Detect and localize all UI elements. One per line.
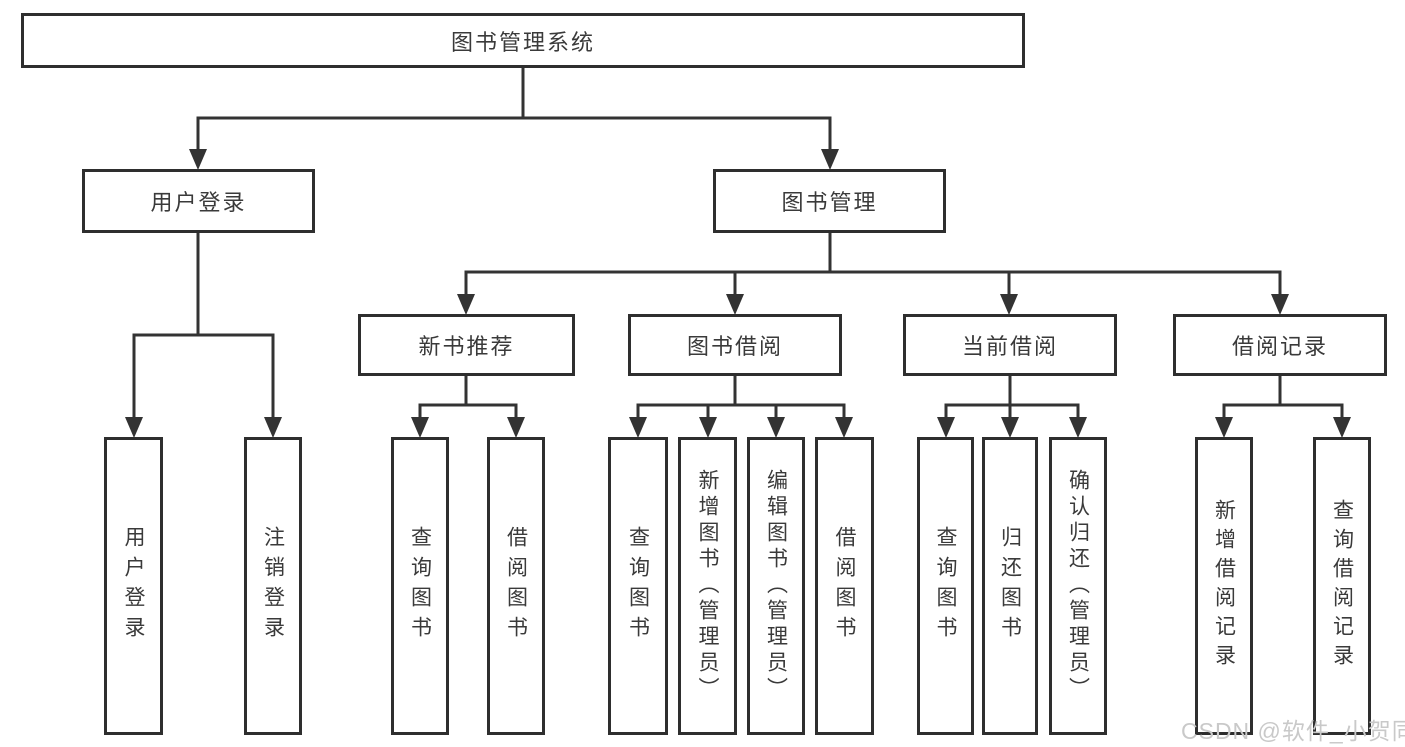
- leaf-return-books: 归还图书: [982, 437, 1038, 735]
- leaf-user-login: 用户登录: [104, 437, 163, 735]
- node-book-management: 图书管理: [713, 169, 946, 233]
- leaf-confirm-return-admin-label: 确认归还（管理员）: [1066, 469, 1090, 703]
- leaf-borrow-books-label: 借阅图书: [833, 526, 856, 646]
- leaf-add-books-admin-label: 新增图书（管理员）: [696, 469, 719, 703]
- leaf-user-login-label: 用户登录: [122, 526, 145, 646]
- node-root-system: 图书管理系统: [21, 13, 1025, 68]
- leaf-borrow-books-recommend-label: 借阅图书: [504, 526, 528, 646]
- leaf-logout-login-label: 注销登录: [261, 526, 285, 646]
- node-current-borrow: 当前借阅: [903, 314, 1117, 376]
- leaf-logout-login: 注销登录: [244, 437, 302, 735]
- leaf-edit-books-admin: 编辑图书（管理员）: [747, 437, 805, 735]
- leaf-return-books-label: 归还图书: [998, 526, 1022, 646]
- leaf-edit-books-admin-label: 编辑图书（管理员）: [764, 469, 788, 703]
- leaf-confirm-return-admin: 确认归还（管理员）: [1049, 437, 1107, 735]
- leaf-query-books-recommend-label: 查询图书: [408, 526, 432, 646]
- leaf-query-books-current: 查询图书: [917, 437, 974, 735]
- leaf-query-books-borrow: 查询图书: [608, 437, 668, 735]
- leaf-add-borrow-record-label: 新增借阅记录: [1212, 499, 1236, 673]
- leaf-add-borrow-record: 新增借阅记录: [1195, 437, 1253, 735]
- leaf-query-books-recommend: 查询图书: [391, 437, 449, 735]
- node-user-login: 用户登录: [82, 169, 315, 233]
- leaf-query-borrow-record-label: 查询借阅记录: [1330, 499, 1354, 673]
- leaf-borrow-books: 借阅图书: [815, 437, 874, 735]
- csdn-watermark: CSDN @软件_小贺同学: [1181, 718, 1405, 744]
- leaf-borrow-books-recommend: 借阅图书: [487, 437, 545, 735]
- node-borrow-records: 借阅记录: [1173, 314, 1387, 376]
- leaf-query-books-current-label: 查询图书: [934, 526, 957, 646]
- leaf-query-borrow-record: 查询借阅记录: [1313, 437, 1371, 735]
- leaf-add-books-admin: 新增图书（管理员）: [678, 437, 737, 735]
- leaf-query-books-borrow-label: 查询图书: [626, 526, 650, 646]
- node-book-borrow: 图书借阅: [628, 314, 842, 376]
- node-new-book-recommend: 新书推荐: [358, 314, 575, 376]
